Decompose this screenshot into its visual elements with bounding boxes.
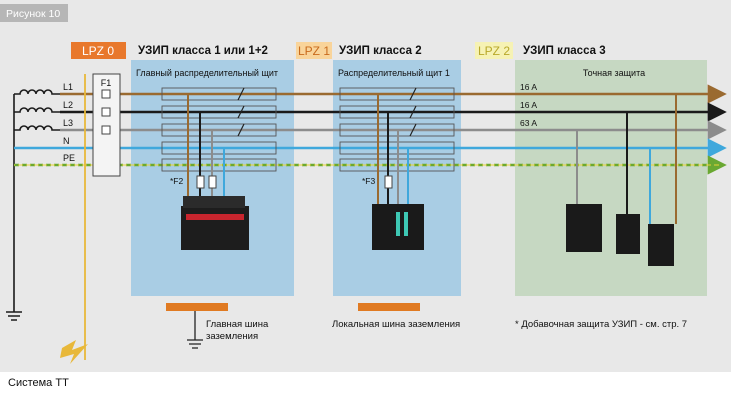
f2-label: *F2: [170, 176, 184, 186]
spd-class3-devices: [566, 94, 677, 266]
f1-fuse-box: [92, 73, 121, 177]
panel-title-dist1: Распределительный щит 1: [338, 68, 450, 78]
breaker-label-2: 16 A: [520, 100, 537, 110]
lpz0-box: [71, 42, 126, 59]
lpz2-label: LPZ 2: [478, 44, 510, 58]
spd-class1-device: [181, 94, 249, 250]
transformer-coils: [6, 89, 60, 321]
main-ground-bar-label-2: заземления: [206, 331, 258, 342]
class-title-2: УЗИП класса 2: [339, 45, 422, 57]
class-title-1: УЗИП класса 1 или 1+2: [138, 45, 268, 57]
spd-class2-device: [372, 94, 424, 250]
class-title-3: УЗИП класса 3: [523, 45, 606, 57]
figure-badge-text: Рисунок 10: [6, 8, 60, 20]
conductor-lines: [14, 84, 727, 175]
lpz0-label: LPZ 0: [82, 44, 114, 58]
main-ground-bar-label-1: Главная шина: [206, 319, 269, 330]
label-l1: L1: [63, 82, 73, 92]
breaker-label-3: 63 A: [520, 118, 537, 128]
f1-label: F1: [101, 78, 112, 88]
label-n: N: [63, 136, 70, 146]
local-ground-bar: [358, 303, 420, 311]
panel-title-fine: Точная защита: [583, 68, 645, 78]
label-l3: L3: [63, 118, 73, 128]
label-l2: L2: [63, 100, 73, 110]
breaker-label-1: 16 A: [520, 82, 537, 92]
busbar-rack-main: [161, 87, 277, 172]
figure-badge: [0, 4, 68, 22]
local-ground-bar-label: Локальная шина заземления: [332, 319, 460, 330]
lpz1-label: LPZ 1: [298, 44, 330, 58]
figure-caption: Система TT: [8, 377, 69, 389]
fine-protection-panel: [515, 60, 707, 296]
main-ground-bar: [166, 303, 228, 349]
footnote: * Добавочная защита УЗИП - см. стр. 7: [515, 319, 687, 330]
label-pe: PE: [63, 153, 75, 163]
lpz2-box: [475, 42, 513, 59]
panel-title-main: Главный распределительный щит: [136, 68, 278, 78]
f3-label: *F3: [362, 176, 376, 186]
surge-protection-diagram: Рисунок 10 LPZ 0 LPZ 1 LPZ 2 УЗИП класса…: [0, 0, 731, 372]
lpz1-box: [296, 42, 332, 59]
lightning-icon: [60, 340, 88, 364]
